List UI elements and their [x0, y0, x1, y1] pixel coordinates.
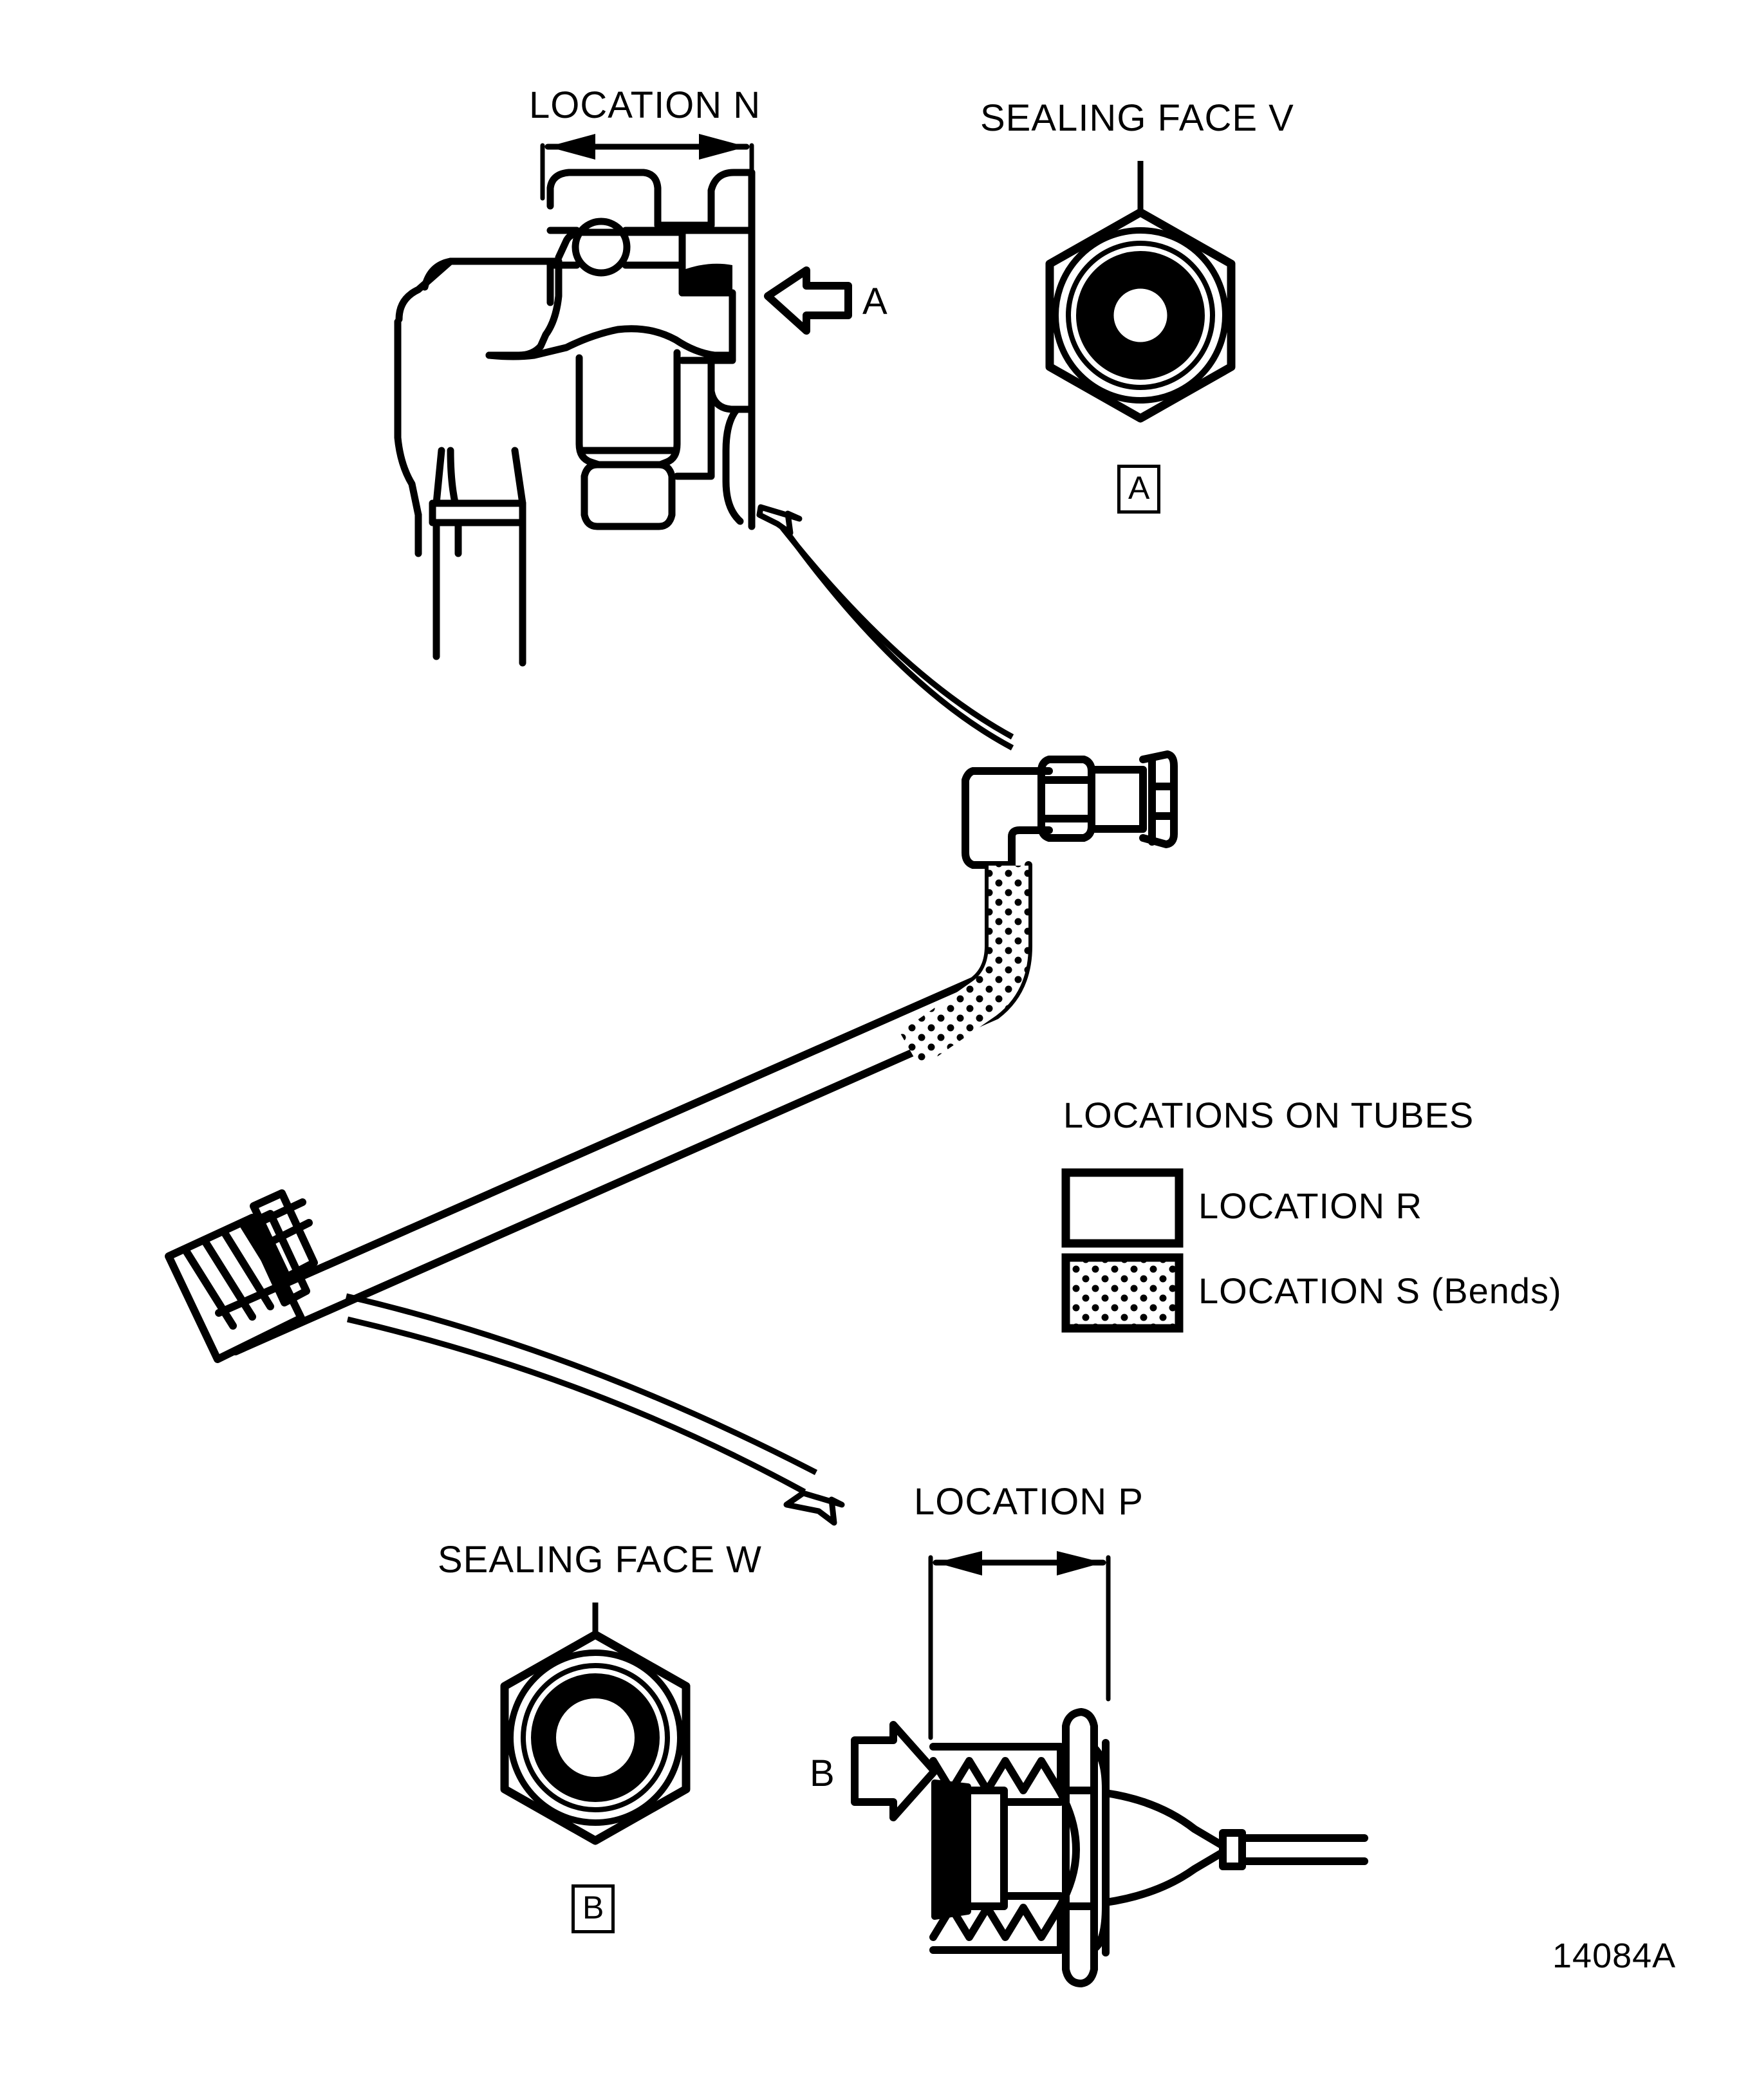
legend-title: LOCATIONS ON TUBES: [1063, 1095, 1474, 1135]
leader-arrow-to-detail-b: [345, 1293, 845, 1526]
label-location-p: LOCATION P: [914, 1481, 1144, 1523]
label-sealing-face-w: SEALING FACE W: [438, 1539, 762, 1581]
detail-b-box-label: B: [572, 1884, 615, 1933]
view-arrow-b: [851, 1721, 938, 1821]
detail-a-box-label: A: [1117, 465, 1161, 514]
view-arrow-a-label: A: [862, 281, 888, 322]
view-arrow-b-label: B: [810, 1752, 835, 1794]
detail-elbow-fitting-location-n: [394, 134, 756, 667]
leader-arrow-to-detail-a: [756, 504, 1014, 750]
view-arrow-a: [764, 266, 852, 335]
label-location-n: LOCATION N: [529, 84, 761, 126]
legend-item-location-r: LOCATION R: [1198, 1185, 1423, 1226]
legend-swatch-group: [1061, 1168, 1184, 1333]
figure-id-label: 14084A: [1552, 1937, 1677, 1975]
tube-left-end-fitting: [165, 1189, 318, 1363]
detail-nipple-location-p: [928, 1551, 1368, 1987]
tube-assembly: [215, 750, 1178, 1355]
label-sealing-face-v: SEALING FACE V: [980, 97, 1294, 139]
detail-section-b-hex-face: [500, 1603, 691, 1845]
detail-section-a-hex-face: [1045, 161, 1236, 423]
legend-item-location-s: LOCATION S (Bends): [1198, 1270, 1562, 1311]
